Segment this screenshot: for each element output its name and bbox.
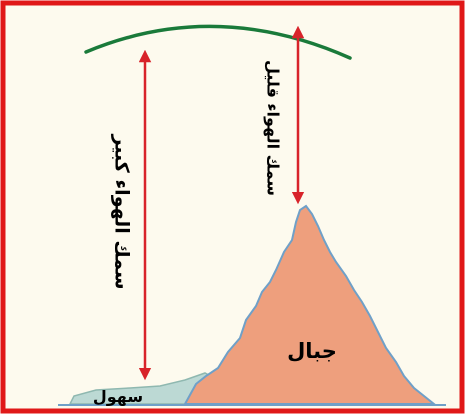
thick-air-label: سمك الهواء كبير <box>111 133 133 289</box>
mountains-label: جبال <box>287 339 337 363</box>
thin-air-label: سمك الهواء قليل <box>264 60 283 196</box>
plains-label: سهول <box>93 387 143 406</box>
